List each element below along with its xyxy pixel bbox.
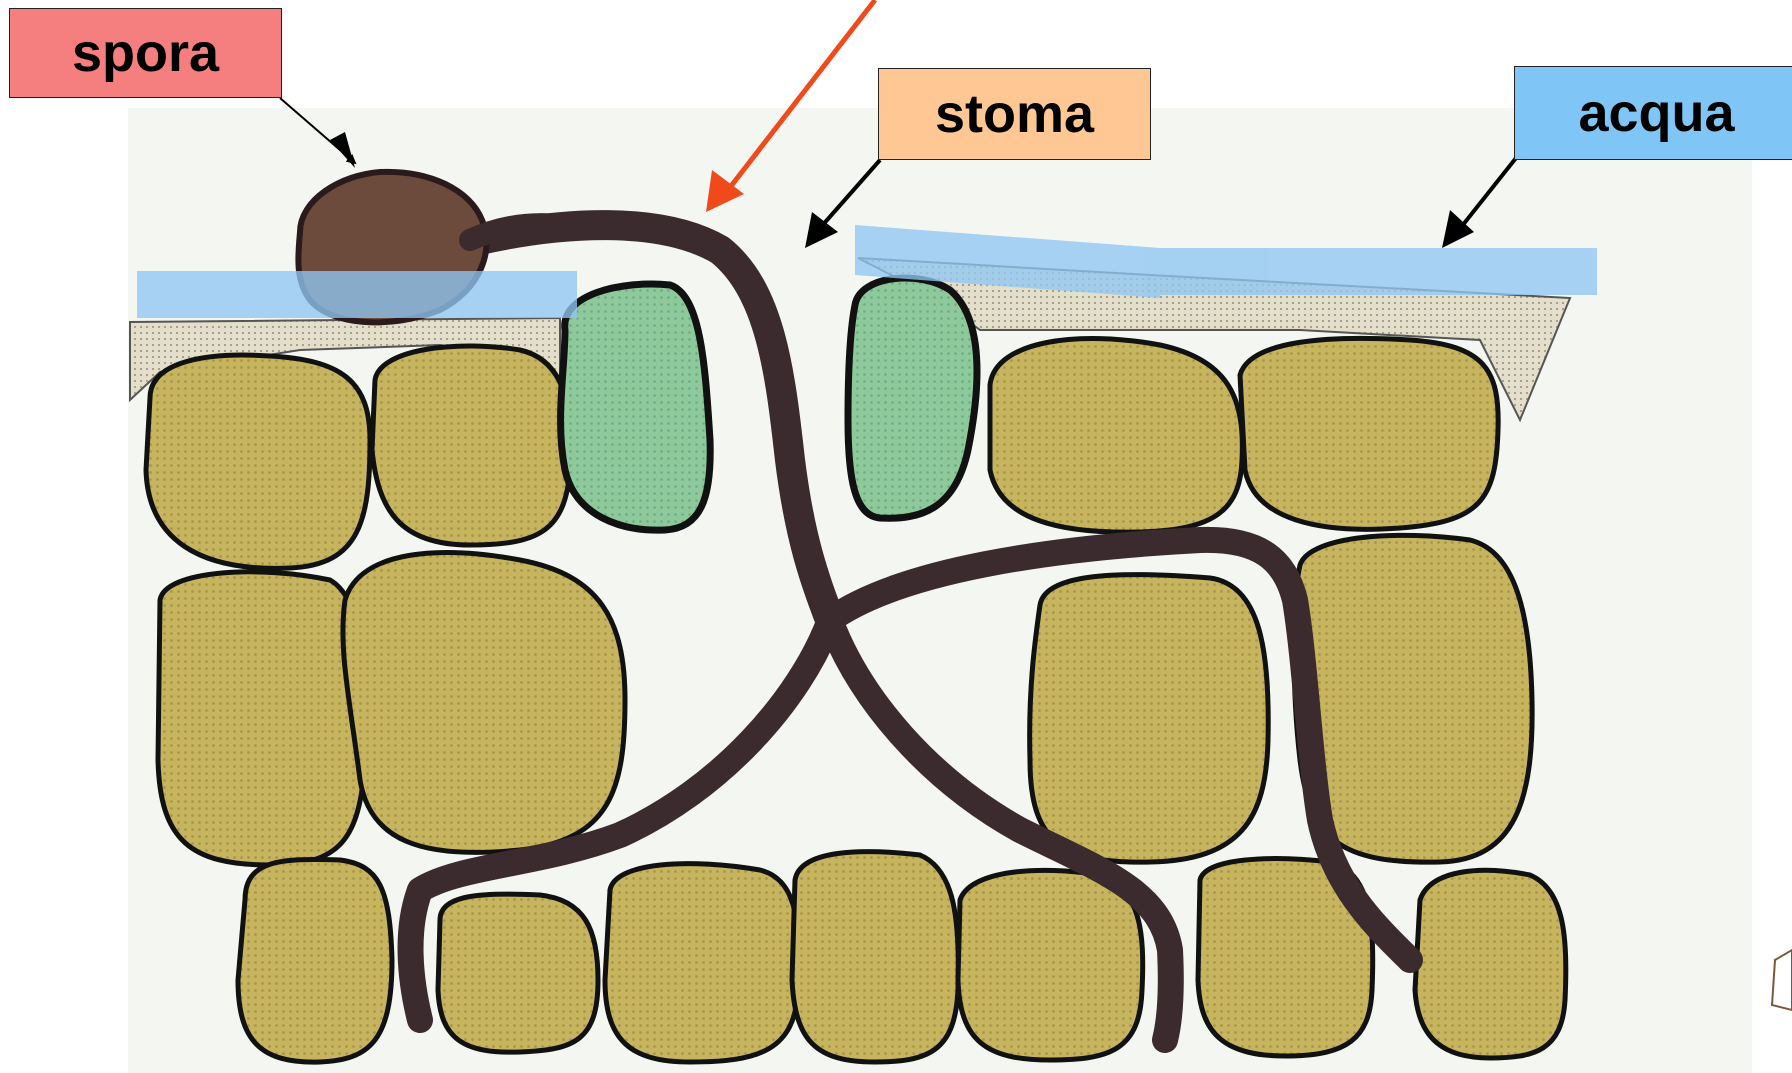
cell — [958, 870, 1143, 1060]
cell — [343, 553, 625, 853]
acqua-label: acqua — [1514, 66, 1792, 160]
cell — [146, 355, 370, 568]
guard-cell-left — [561, 284, 711, 530]
cell — [1415, 870, 1566, 1058]
cell — [605, 864, 799, 1062]
cell — [438, 894, 598, 1052]
stoma-label: stoma — [878, 68, 1151, 160]
cell — [158, 572, 366, 865]
cell — [990, 338, 1242, 532]
cell — [792, 852, 958, 1062]
cell — [238, 859, 392, 1062]
water-band-right — [1160, 248, 1597, 295]
logo-mark — [1772, 950, 1792, 1010]
spora-label: spora — [9, 8, 282, 98]
cell — [1030, 575, 1269, 863]
water-band-left — [137, 271, 577, 318]
cell — [372, 346, 571, 545]
guard-cell-right — [848, 278, 977, 518]
cell — [1240, 338, 1498, 529]
